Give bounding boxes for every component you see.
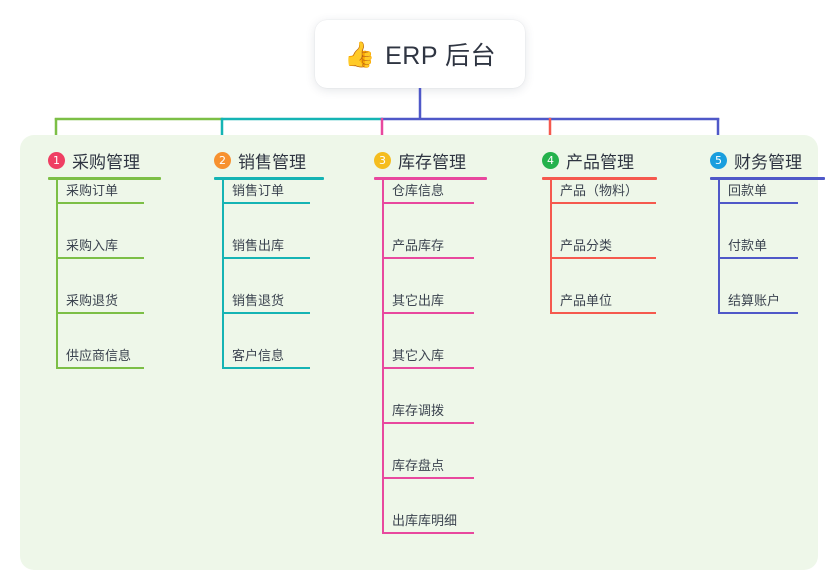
leaf-label: 库存盘点 <box>392 458 445 473</box>
leaf-underline <box>718 202 798 204</box>
leaf-label: 其它出库 <box>392 293 445 308</box>
leaf-item[interactable]: 库存调拨 <box>382 399 474 424</box>
column-underline-4 <box>542 177 657 180</box>
leaf-label: 产品分类 <box>560 238 613 253</box>
column-header-2[interactable]: 2 销售管理 <box>214 148 306 173</box>
column-title-4: 产品管理 <box>566 153 634 172</box>
diagram-panel: 1 采购管理采购订单采购入库采购退货供应商信息 2 销售管理销售订单销售出库销售退货客… <box>20 135 825 570</box>
column-spine-3 <box>382 180 384 534</box>
leaf-label: 产品库存 <box>392 238 445 253</box>
leaf-item[interactable]: 销售订单 <box>222 179 310 204</box>
leaf-label: 付款单 <box>728 238 768 253</box>
leaf-underline <box>718 312 798 314</box>
leaf-item[interactable]: 出库库明细 <box>382 509 474 534</box>
leaf-label: 销售出库 <box>232 238 285 253</box>
column-badge-1: 1 <box>48 152 65 169</box>
leaf-label: 回款单 <box>728 183 768 198</box>
column-underline-3 <box>374 177 487 180</box>
leaf-item[interactable]: 其它出库 <box>382 289 474 314</box>
column-title-3: 库存管理 <box>398 153 466 172</box>
leaf-underline <box>382 367 474 369</box>
leaf-item[interactable]: 销售出库 <box>222 234 310 259</box>
leaf-item[interactable]: 采购订单 <box>56 179 144 204</box>
leaf-item[interactable]: 产品单位 <box>550 289 656 314</box>
column-title-2: 销售管理 <box>238 153 306 172</box>
leaf-item[interactable]: 产品分类 <box>550 234 656 259</box>
leaf-label: 采购订单 <box>66 183 119 198</box>
column-title-1: 采购管理 <box>72 153 140 172</box>
column-header-1[interactable]: 1 采购管理 <box>48 148 140 173</box>
leaf-item[interactable]: 仓库信息 <box>382 179 474 204</box>
leaf-label: 产品单位 <box>560 293 613 308</box>
leaf-item[interactable]: 结算账户 <box>718 289 798 314</box>
leaf-item[interactable]: 产品库存 <box>382 234 474 259</box>
column-badge-2: 2 <box>214 152 231 169</box>
leaf-underline <box>718 257 798 259</box>
leaf-underline <box>550 312 656 314</box>
thumbs-up-icon: 👍 <box>343 39 376 69</box>
leaf-label: 库存调拨 <box>392 403 445 418</box>
leaf-underline <box>550 257 656 259</box>
leaf-label: 其它入库 <box>392 348 445 363</box>
leaf-item[interactable]: 采购退货 <box>56 289 144 314</box>
leaf-label: 结算账户 <box>728 293 781 308</box>
column-title-5: 财务管理 <box>734 153 802 172</box>
column-underline-5 <box>710 177 825 180</box>
column-3: 3 库存管理仓库信息产品库存其它出库其它入库库存调拨库存盘点出库库明细 <box>360 135 515 570</box>
leaf-underline <box>222 312 310 314</box>
leaf-item[interactable]: 回款单 <box>718 179 798 204</box>
root-node-title: ERP 后台 <box>385 42 497 70</box>
column-5: 5 财务管理回款单付款单结算账户 <box>696 135 839 570</box>
leaf-item[interactable]: 产品（物料） <box>550 179 656 204</box>
leaf-underline <box>222 257 310 259</box>
leaf-underline <box>382 532 474 534</box>
leaf-item[interactable]: 库存盘点 <box>382 454 474 479</box>
leaf-label: 产品（物料） <box>560 183 639 198</box>
column-1: 1 采购管理采购订单采购入库采购退货供应商信息 <box>34 135 184 570</box>
leaf-label: 供应商信息 <box>66 348 132 363</box>
column-badge-3: 3 <box>374 152 391 169</box>
column-underline-1 <box>48 177 161 180</box>
column-2: 2 销售管理销售订单销售出库销售退货客户信息 <box>200 135 350 570</box>
leaf-underline <box>56 367 144 369</box>
leaf-underline <box>222 202 310 204</box>
leaf-underline <box>56 202 144 204</box>
column-badge-4: 4 <box>542 152 559 169</box>
column-spine-4 <box>550 180 552 314</box>
column-underline-2 <box>214 177 324 180</box>
leaf-underline <box>382 202 474 204</box>
root-node-card[interactable]: 👍 ERP 后台 <box>315 20 525 88</box>
leaf-item[interactable]: 其它入库 <box>382 344 474 369</box>
column-4: 4 产品管理产品（物料） 产品分类产品单位 <box>528 135 688 570</box>
leaf-underline <box>382 477 474 479</box>
leaf-item[interactable]: 销售退货 <box>222 289 310 314</box>
leaf-underline <box>382 257 474 259</box>
leaf-label: 采购入库 <box>66 238 119 253</box>
leaf-item[interactable]: 采购入库 <box>56 234 144 259</box>
leaf-item[interactable]: 付款单 <box>718 234 798 259</box>
leaf-underline <box>382 422 474 424</box>
leaf-label: 销售退货 <box>232 293 285 308</box>
leaf-label: 销售订单 <box>232 183 285 198</box>
column-header-3[interactable]: 3 库存管理 <box>374 148 466 173</box>
leaf-underline <box>56 257 144 259</box>
leaf-underline <box>550 202 656 204</box>
column-spine-2 <box>222 180 224 369</box>
column-header-5[interactable]: 5 财务管理 <box>710 148 802 173</box>
leaf-label: 仓库信息 <box>392 183 445 198</box>
column-badge-5: 5 <box>710 152 727 169</box>
leaf-item[interactable]: 客户信息 <box>222 344 310 369</box>
column-spine-1 <box>56 180 58 369</box>
leaf-underline <box>222 367 310 369</box>
column-header-4[interactable]: 4 产品管理 <box>542 148 634 173</box>
leaf-underline <box>56 312 144 314</box>
leaf-label: 客户信息 <box>232 348 285 363</box>
leaf-item[interactable]: 供应商信息 <box>56 344 144 369</box>
leaf-underline <box>382 312 474 314</box>
column-spine-5 <box>718 180 720 314</box>
leaf-label: 采购退货 <box>66 293 119 308</box>
leaf-label: 出库库明细 <box>392 513 458 528</box>
